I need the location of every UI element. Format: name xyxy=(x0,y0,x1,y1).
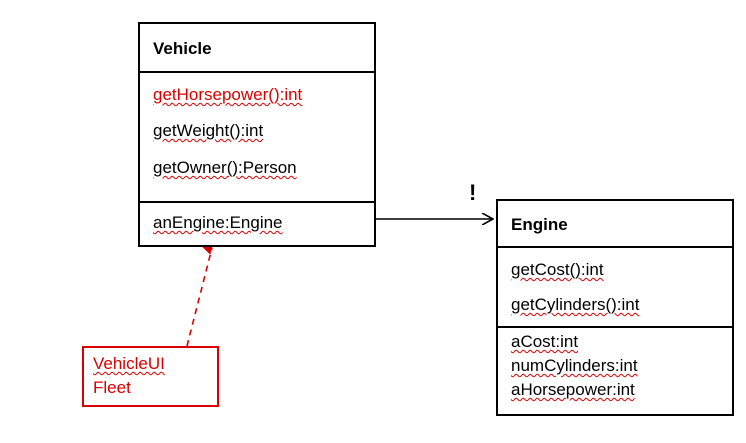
association-marker: ! xyxy=(469,180,477,205)
vehicle-class[interactable]: Vehicle getHorsepower():int getWeight():… xyxy=(138,22,376,247)
engine-class[interactable]: Engine getCost():int getCylinders():int … xyxy=(496,199,734,416)
vehicle-title-divider xyxy=(140,71,374,73)
engine-attribute-ahorsepower: aHorsepower:int xyxy=(511,380,635,399)
vehicle-methods-divider xyxy=(140,201,374,203)
vehicle-class-title: Vehicle xyxy=(153,39,212,58)
client-note[interactable]: VehicleUI Fleet xyxy=(82,346,219,407)
engine-method-getcylinders: getCylinders():int xyxy=(511,295,640,314)
engine-method-getcost: getCost():int xyxy=(511,260,604,279)
vehicle-attribute-anengine: anEngine:Engine xyxy=(153,213,283,232)
engine-class-title: Engine xyxy=(511,215,568,234)
vehicle-method-getowner: getOwner():Person xyxy=(153,158,297,177)
note-line-vehicleui: VehicleUI xyxy=(93,354,165,373)
engine-title-divider xyxy=(498,246,732,248)
engine-attribute-acost: aCost:int xyxy=(511,332,579,351)
engine-methods-divider xyxy=(498,326,732,328)
note-line-fleet: Fleet xyxy=(93,378,131,397)
dependency-arrow xyxy=(186,241,214,347)
vehicle-method-gethorsepower: getHorsepower():int xyxy=(153,85,303,104)
vehicle-method-getweight: getWeight():int xyxy=(153,121,264,140)
engine-attribute-numcylinders: numCylinders:int xyxy=(511,356,638,375)
